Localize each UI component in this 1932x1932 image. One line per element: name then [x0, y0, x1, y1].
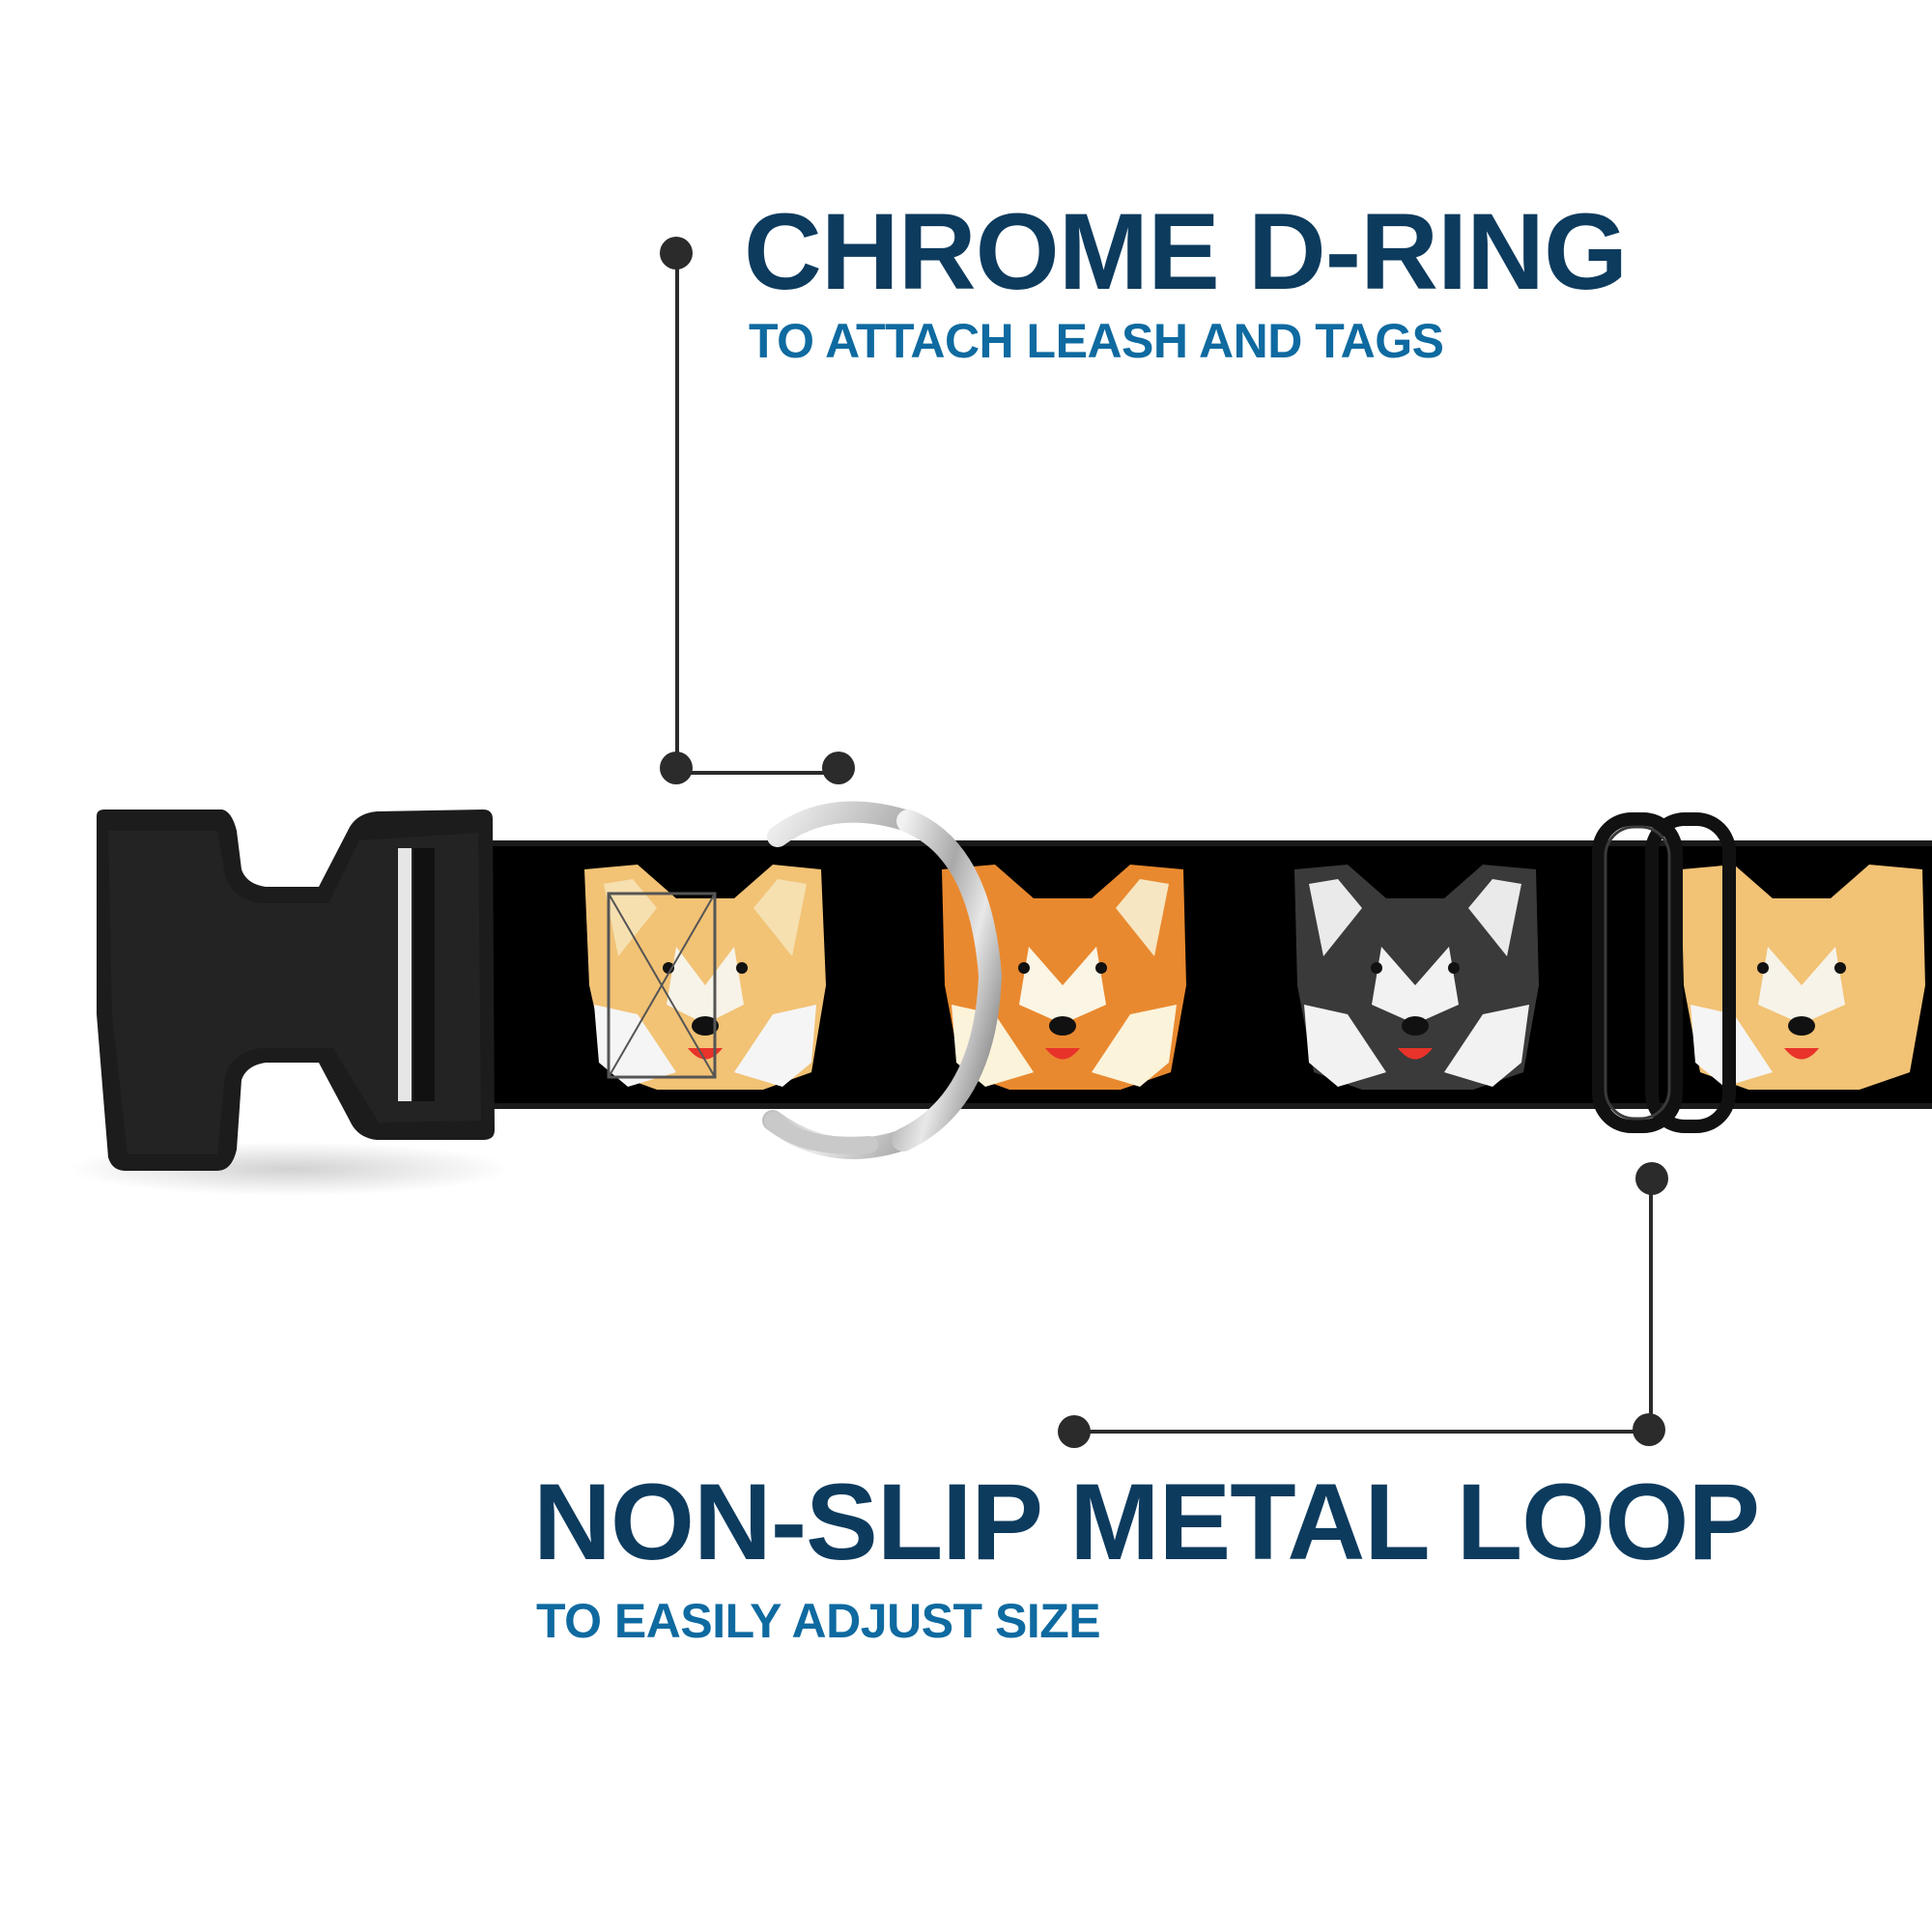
metal-loop-callout-title: NON-SLIP METAL LOOP	[533, 1462, 1760, 1582]
d-ring-callout-title: CHROME D-RING	[744, 191, 1628, 312]
webbing-edge-bottom	[386, 1103, 1932, 1109]
slide-loop	[1592, 812, 1736, 1133]
buckle	[97, 810, 495, 1171]
corgi-face-tricolor	[1294, 865, 1539, 1090]
webbing-edge-top	[386, 840, 1932, 846]
corgi-face-tan-2	[1681, 865, 1925, 1090]
d-ring-bottom	[764, 1112, 878, 1154]
metal-loop-callout-subtitle: TO EASILY ADJUST SIZE	[536, 1594, 1101, 1648]
d-ring-callout-subtitle: TO ATTACH LEASH AND TAGS	[749, 314, 1444, 368]
d-ring-leader	[660, 237, 855, 784]
corgi-face-tan	[584, 865, 826, 1090]
d-ring-front	[892, 810, 1003, 1151]
metal-loop-leader	[1058, 1162, 1668, 1448]
